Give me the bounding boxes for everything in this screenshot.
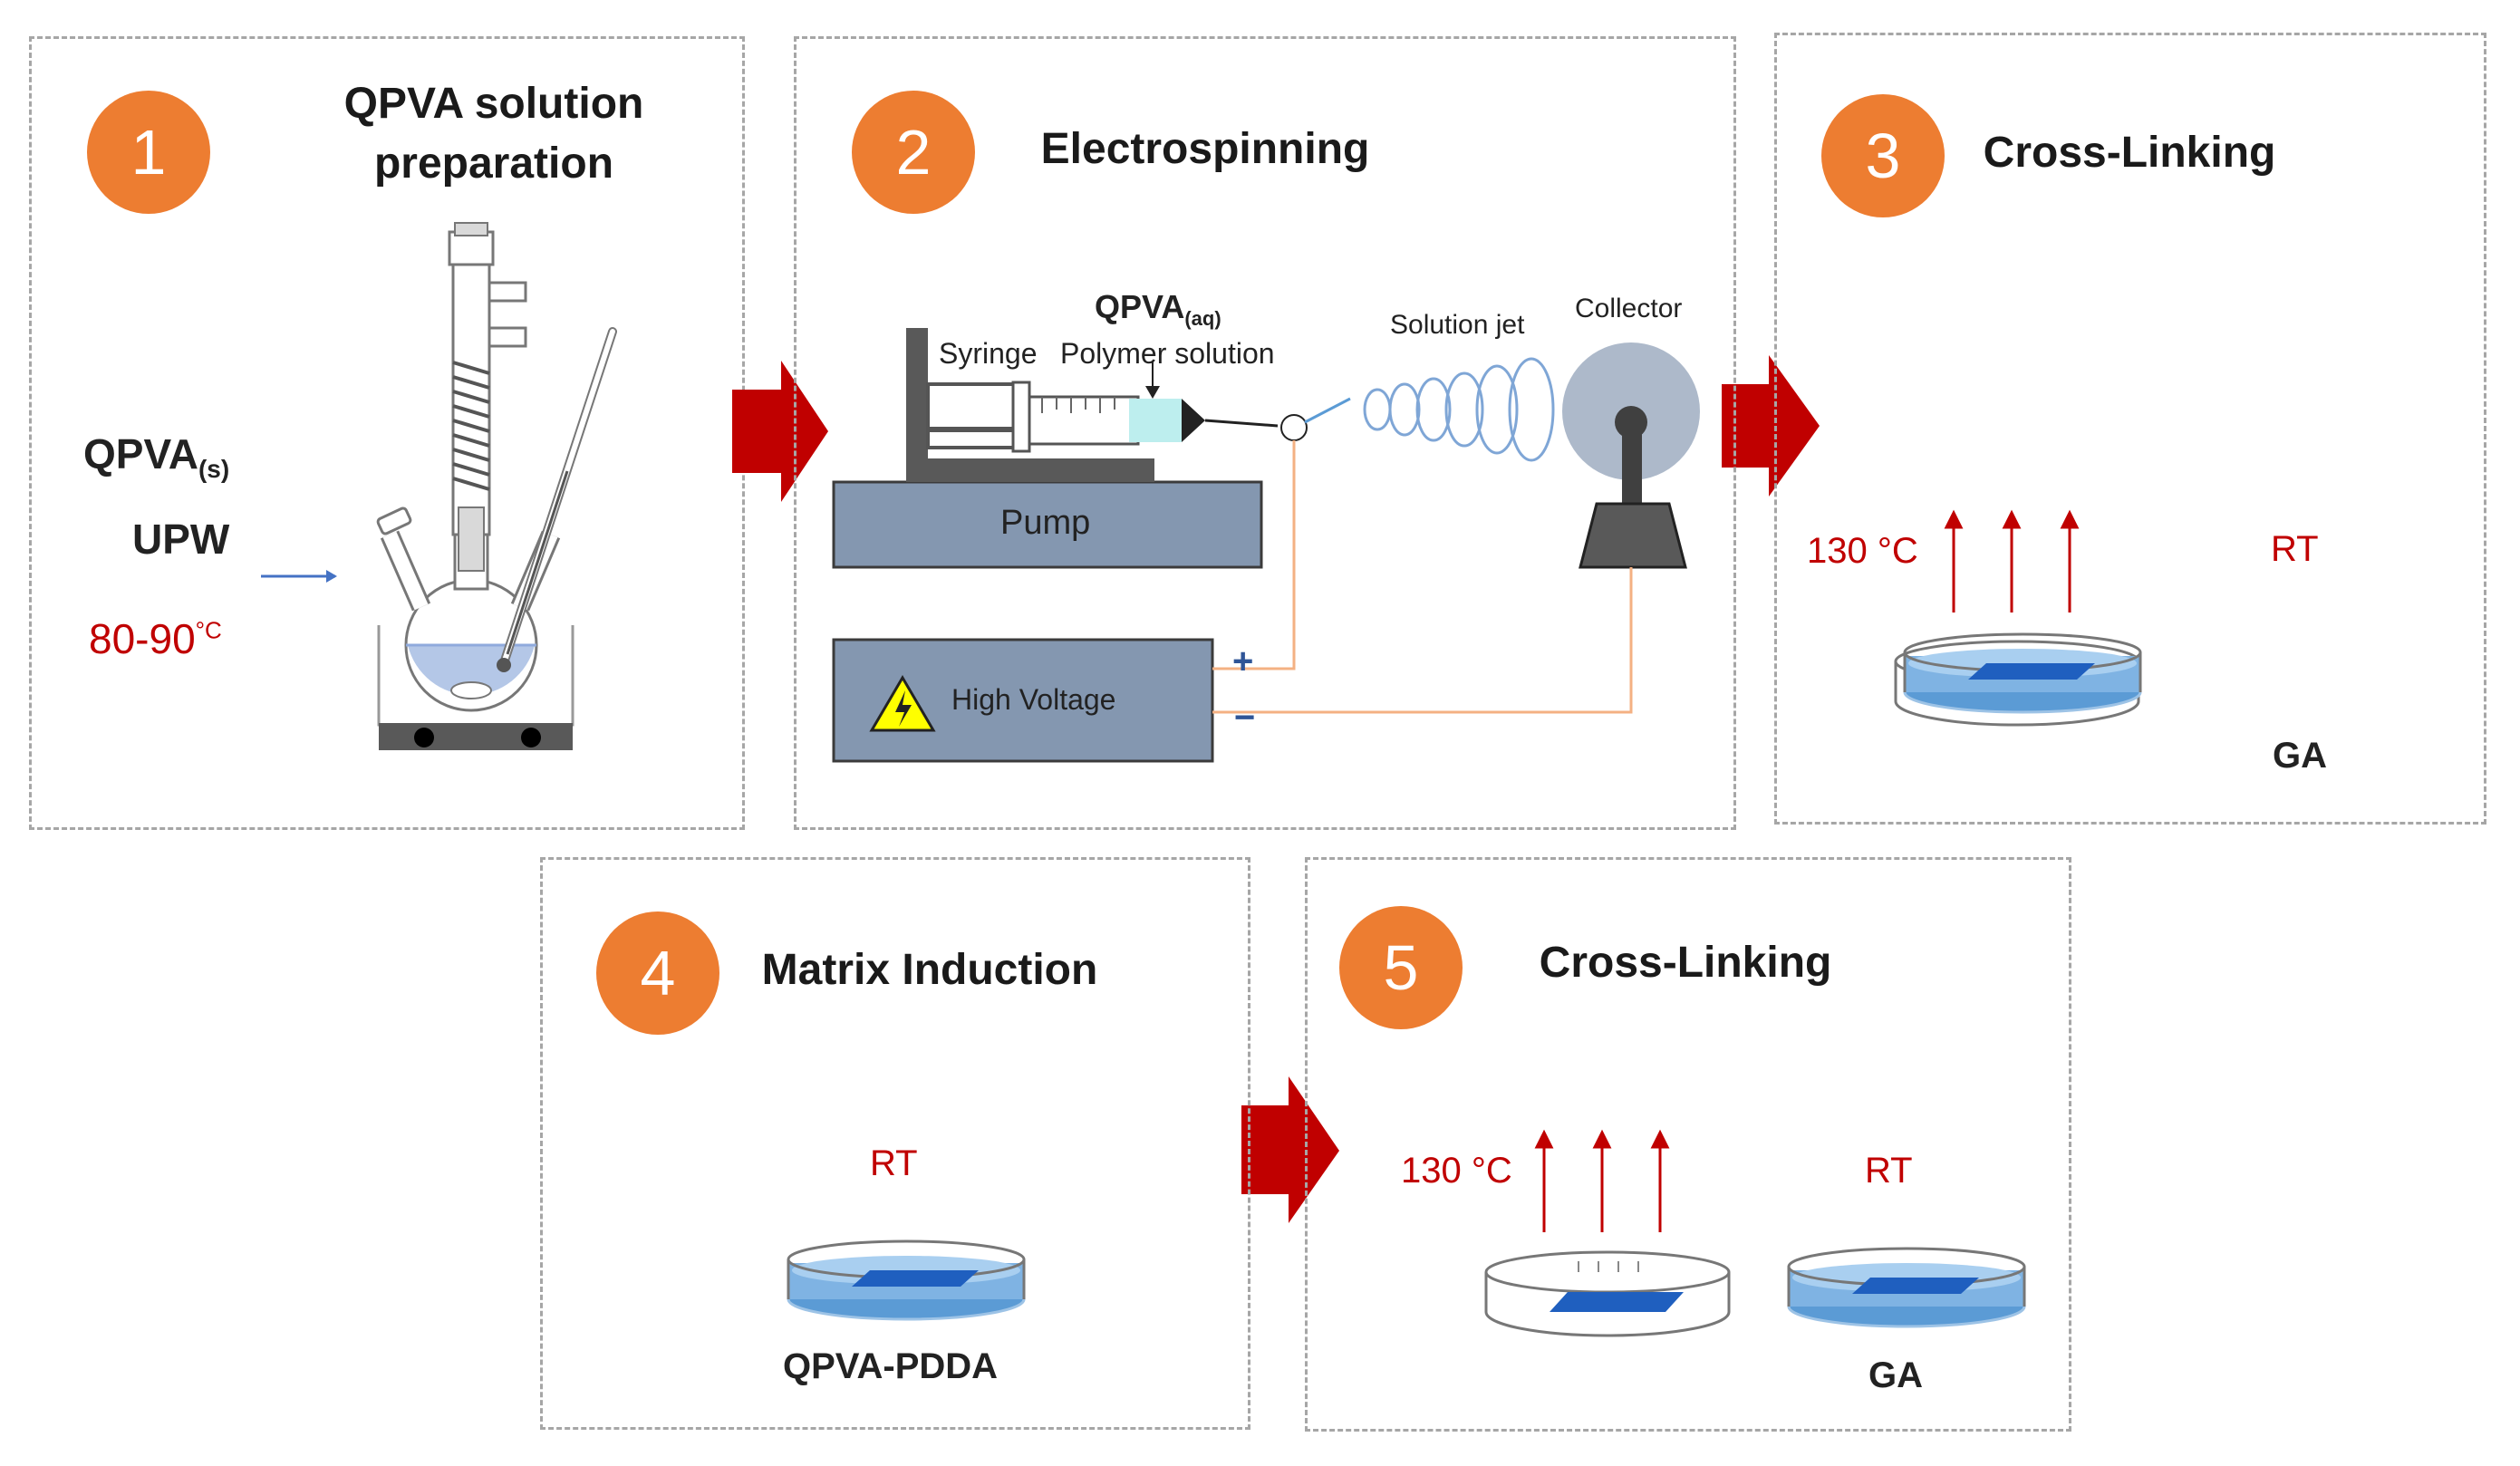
panel-step-4 xyxy=(540,857,1250,1430)
panel-step-5 xyxy=(1305,857,2071,1432)
syringe-icon xyxy=(926,361,1279,453)
step-5-rt-label: RT xyxy=(1865,1151,1913,1191)
qpva-aq-label: QPVA(aq) xyxy=(1095,288,1221,331)
step-5-heat-label: 130 °C xyxy=(1401,1151,1512,1191)
pump-label: Pump xyxy=(1000,504,1091,542)
petri-dish-icon xyxy=(787,1239,1026,1321)
step-1-badge: 1 xyxy=(87,91,210,214)
polymer-solution-label: Polymer solution xyxy=(1060,337,1275,370)
panel-step-3 xyxy=(1774,33,2486,825)
step-5-ga-label: GA xyxy=(1868,1355,1923,1395)
qpva-pdda-label: QPVA-PDDA xyxy=(783,1346,999,1386)
step-3-heat-label: 130 °C xyxy=(1807,531,1918,571)
step-4-title: Matrix Induction xyxy=(761,946,1098,994)
step-3-badge: 3 xyxy=(1821,94,1945,217)
positive-terminal: + xyxy=(1232,641,1254,681)
step-2-title: Electrospinning xyxy=(1040,125,1370,173)
collector-label: Collector xyxy=(1575,294,1683,323)
high-voltage-label: High Voltage xyxy=(951,683,1116,716)
high-voltage-warning-icon xyxy=(869,675,936,732)
heat-arrow-icon xyxy=(1535,1131,1669,1234)
petri-dish-icon xyxy=(1787,1247,2026,1328)
syringe-label: Syringe xyxy=(939,337,1038,370)
step-3-rt-label: RT xyxy=(2271,529,2319,569)
heat-arrow-icon xyxy=(1945,511,2079,614)
pump-icon xyxy=(832,328,1263,569)
panel-step-2 xyxy=(794,36,1736,830)
step-3-title: Cross-Linking xyxy=(1983,129,2276,177)
solution-jet-label: Solution jet xyxy=(1390,310,1525,340)
step-5-title: Cross-Linking xyxy=(1539,939,1832,987)
negative-terminal: − xyxy=(1234,698,1256,738)
upw-label: UPW xyxy=(132,516,230,563)
step-4-badge: 4 xyxy=(596,911,719,1035)
step-5-badge: 5 xyxy=(1339,906,1463,1029)
step-3-ga-label: GA xyxy=(2273,736,2327,776)
step-4-rt-label: RT xyxy=(870,1143,918,1183)
step-1-title: QPVA solution preparation xyxy=(343,80,644,188)
thermometer-icon xyxy=(497,327,617,672)
qpva-solid-label: QPVA(s) xyxy=(83,430,230,484)
step-1-temperature: 80-90°C xyxy=(89,615,222,662)
petri-dish-icon xyxy=(1484,1250,1731,1337)
step-2-badge: 2 xyxy=(852,91,975,214)
hot-plate-icon xyxy=(379,723,573,750)
collector-drum-icon xyxy=(1562,342,1700,569)
